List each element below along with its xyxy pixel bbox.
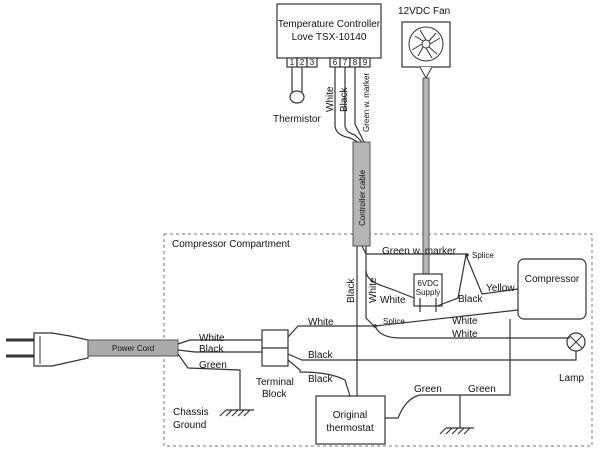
label-black-cord: Black bbox=[199, 344, 224, 355]
label-white-compressor: White bbox=[452, 316, 478, 327]
wire-green-8 bbox=[354, 67, 365, 143]
label-black-vertical: Black bbox=[339, 87, 350, 112]
fan-cable-strain-relief bbox=[419, 66, 433, 80]
label-black-lamp: Black bbox=[308, 350, 333, 361]
fan-blades-icon bbox=[411, 29, 441, 59]
controller-title: Temperature Controller bbox=[278, 19, 381, 30]
controller-cable bbox=[352, 141, 371, 247]
chassis-ground-icon bbox=[219, 378, 254, 417]
fan-label: 12VDC Fan bbox=[398, 6, 450, 17]
wire-white-to-lamp bbox=[374, 325, 568, 339]
label-green-compressor: Green bbox=[468, 384, 496, 395]
wire-white-cable-down bbox=[365, 270, 375, 327]
terminal-9 bbox=[359, 57, 371, 68]
compressor-compartment-border bbox=[163, 233, 593, 447]
chassis-ground-label-1: Chassis bbox=[173, 407, 209, 418]
power-plug-icon bbox=[6, 332, 89, 367]
controller-terminals: 1 2 3 6 7 8 9 bbox=[286, 57, 371, 68]
label-white-vertical: White bbox=[325, 86, 336, 112]
wire-white-cord bbox=[177, 339, 262, 345]
supply-label-2: Supply bbox=[416, 288, 440, 297]
splice-label-bottom: Splice bbox=[383, 317, 405, 326]
label-white-cord: White bbox=[199, 333, 225, 344]
label-green-marker: Green w. marker bbox=[382, 246, 457, 257]
wire-green-thermostat-compressor bbox=[385, 319, 511, 419]
lamp-cross bbox=[569, 335, 583, 349]
wire-white-to-compressor bbox=[287, 309, 519, 338]
label-white-main: White bbox=[308, 317, 334, 328]
controller-model: Love TSX-10140 bbox=[292, 32, 367, 43]
label-white-cable: White bbox=[368, 277, 379, 303]
original-thermostat bbox=[315, 395, 386, 445]
terminal-block-top bbox=[261, 329, 289, 349]
terminal-label-8: 8 bbox=[353, 58, 358, 67]
compressor-label: Compressor bbox=[525, 274, 580, 285]
lamp-leads bbox=[568, 337, 577, 361]
dc-supply bbox=[413, 273, 443, 307]
thermostat-label-1: Original bbox=[333, 410, 367, 421]
terminal-label-3: 3 bbox=[310, 58, 315, 67]
label-green-marker-vertical: Green w. marker bbox=[362, 73, 371, 132]
fan-ring bbox=[408, 26, 444, 62]
label-green-cord: Green bbox=[199, 360, 227, 371]
terminal-label-2: 2 bbox=[300, 58, 305, 67]
power-cord bbox=[87, 339, 179, 357]
compartment-label: Compressor Compartment bbox=[172, 239, 290, 250]
controller-cable-label: Controller cable bbox=[358, 169, 367, 226]
wire-splice-to-supply bbox=[436, 254, 467, 307]
supply-leads bbox=[419, 298, 437, 312]
wire-white-6 bbox=[334, 67, 359, 143]
chassis-ground-label-2: Ground bbox=[173, 420, 206, 431]
terminal-block-bottom bbox=[261, 347, 289, 367]
temperature-controller bbox=[276, 3, 382, 59]
fan-cable bbox=[422, 77, 430, 275]
supply-label-1: 6VDC bbox=[417, 279, 439, 288]
terminal-label-1: 1 bbox=[290, 58, 295, 67]
terminal-block-label-2: Block bbox=[262, 389, 287, 400]
thermostat-label-2: thermostat bbox=[326, 423, 373, 434]
label-white-lamp: White bbox=[452, 329, 478, 340]
thermistor-leads bbox=[291, 67, 303, 92]
thermistor-label: Thermistor bbox=[273, 114, 321, 125]
thermistor-bulb bbox=[289, 90, 305, 104]
wire-yellow-to-compressor bbox=[465, 254, 519, 295]
label-black-supply: Black bbox=[458, 294, 483, 305]
terminal-label-7: 7 bbox=[343, 58, 348, 67]
terminal-label-9: 9 bbox=[363, 58, 368, 67]
label-black-cable: Black bbox=[346, 278, 357, 303]
wire-black-cord bbox=[177, 349, 262, 353]
label-white-supply: White bbox=[380, 295, 406, 306]
wire-black-to-thermostat bbox=[287, 359, 351, 397]
label-yellow: Yellow bbox=[486, 283, 515, 294]
terminal-label-6: 6 bbox=[333, 58, 338, 67]
power-cord-label: Power Cord bbox=[112, 344, 154, 353]
wire-black-to-lamp bbox=[287, 353, 568, 361]
wire-green-cord bbox=[177, 353, 241, 378]
lamp-label: Lamp bbox=[559, 373, 584, 384]
label-green-thermostat: Green bbox=[414, 384, 442, 395]
splice-label-top: Splice bbox=[472, 251, 494, 260]
terminal-3 bbox=[306, 57, 318, 68]
compressor bbox=[517, 258, 587, 320]
wire-black-7 bbox=[344, 67, 363, 143]
terminal-block-label-1: Terminal bbox=[256, 377, 294, 388]
label-black-thermostat: Black bbox=[308, 374, 333, 385]
compartment-ground-icon bbox=[439, 395, 474, 435]
